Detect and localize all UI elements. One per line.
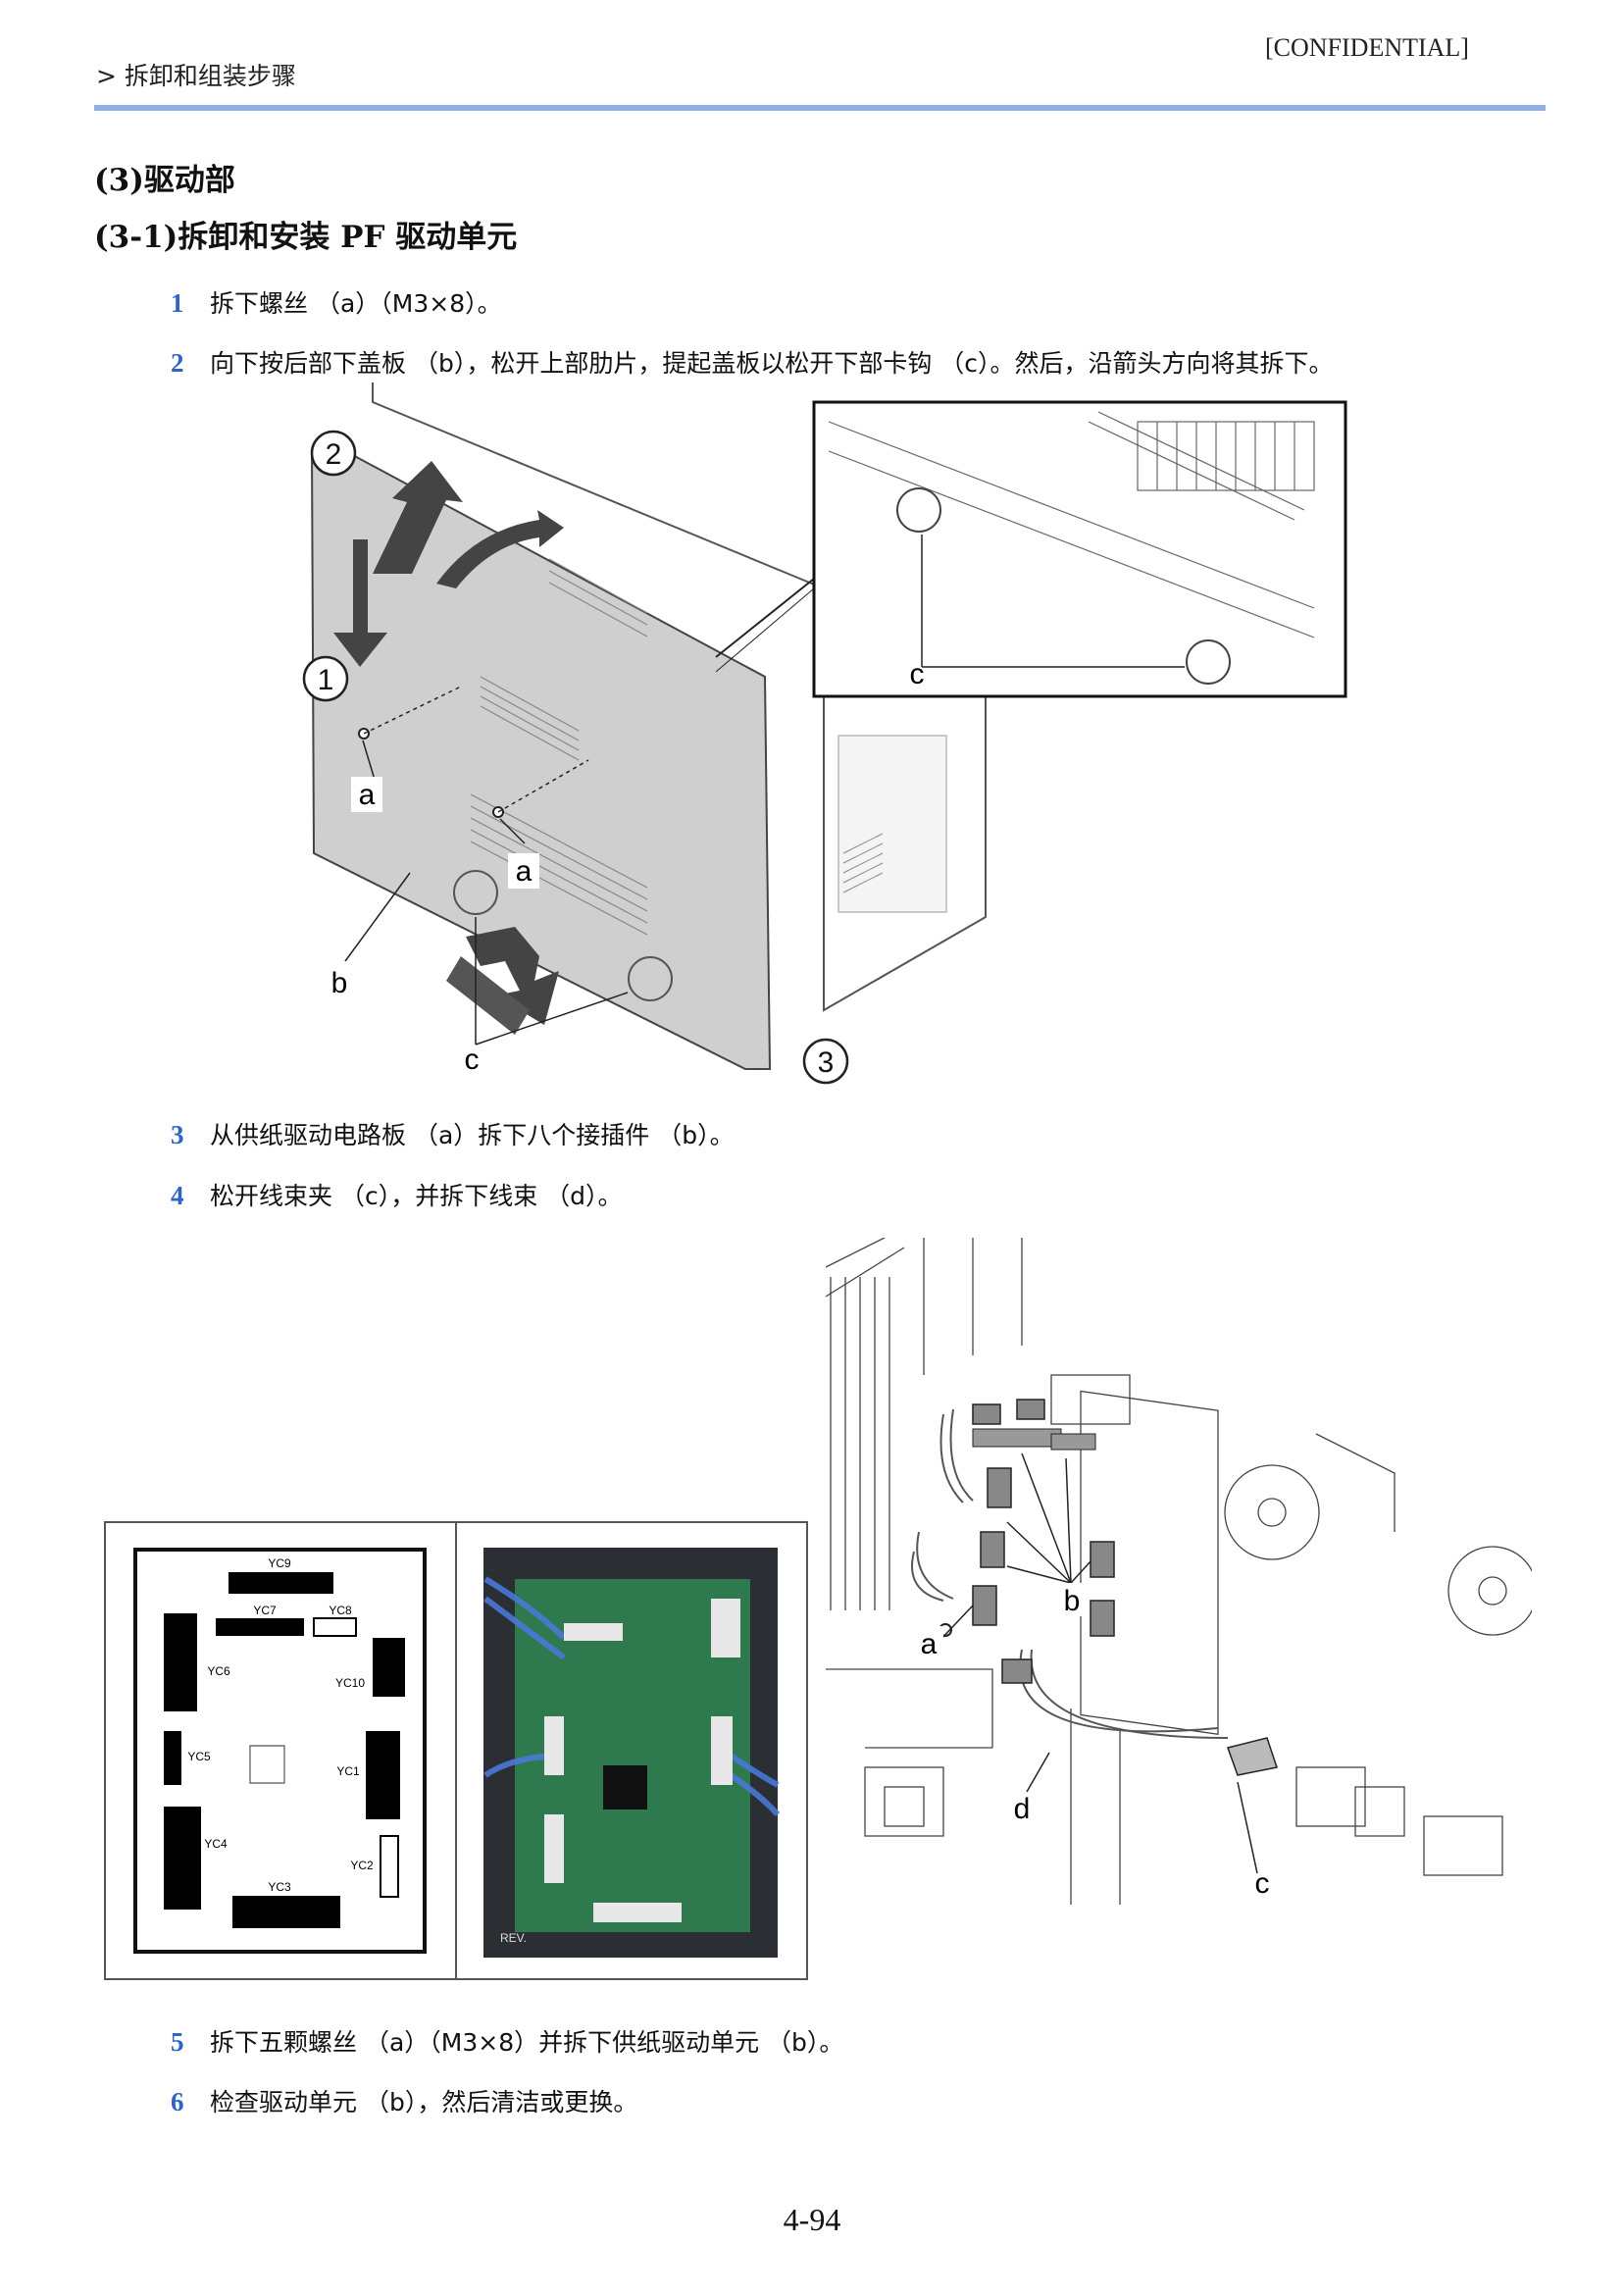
step-2: 2 向下按后部下盖板 （b），松开上部肋片，提起盖板以松开下部卡钩 （c）。然后… [171, 344, 1334, 380]
label-yc7: YC7 [253, 1604, 277, 1617]
step-1: 1 拆下螺丝 （a）（M3×8）。 [171, 284, 502, 320]
inset-label-c: c [910, 658, 925, 690]
callout-2: 2 [326, 438, 342, 471]
step-number: 5 [171, 2027, 184, 2057]
figure-board-connectors: YC9 YC7 YC8 YC6 YC10 YC5 YC1 YC4 YC2 YC3… [104, 1521, 808, 1980]
confidential-label: [CONFIDENTIAL] [1265, 33, 1469, 62]
section-title: (3)驱动部 [94, 163, 235, 198]
label-a2: a [516, 855, 533, 888]
step-5: 5 拆下五颗螺丝 （a）（M3×8）并拆下供纸驱动单元 （b）。 [171, 2023, 843, 2059]
label-b: b [331, 967, 348, 999]
label-yc4: YC4 [204, 1837, 228, 1851]
step-text: 拆下五颗螺丝 （a）（M3×8）并拆下供纸驱动单元 （b）。 [210, 2028, 844, 2057]
step-text: 从供纸驱动电路板 （a）拆下八个接插件 （b）。 [210, 1121, 735, 1149]
step-text: 拆下螺丝 （a）（M3×8）。 [210, 289, 502, 318]
label-c: c [465, 1044, 480, 1076]
section-subtitle: (3-1)拆卸和安装 PF 驱动单元 [94, 220, 518, 255]
label-c: c [1255, 1867, 1270, 1900]
photo-rev-label: REV. [500, 1931, 527, 1945]
step-text: 检查驱动单元 （b），然后清洁或更换。 [210, 2088, 638, 2116]
step-text: 松开线束夹 （c），并拆下线束 （d）。 [210, 1182, 623, 1210]
label-yc5: YC5 [187, 1750, 211, 1763]
label-yc2: YC2 [350, 1859, 374, 1872]
header-divider [94, 105, 1546, 111]
step-number: 2 [171, 348, 184, 378]
figure-rear-cover-removal: 2 1 3 a a b c c [302, 382, 1347, 1085]
step-number: 4 [171, 1181, 184, 1210]
step-number: 6 [171, 2087, 184, 2116]
label-b: b [1064, 1585, 1081, 1617]
label-yc8: YC8 [329, 1604, 352, 1617]
label-yc9: YC9 [268, 1556, 291, 1570]
step-text: 向下按后部下盖板 （b），松开上部肋片，提起盖板以松开下部卡钩 （c）。然后，沿… [210, 349, 1334, 378]
label-d: d [1014, 1793, 1031, 1825]
step-3: 3 从供纸驱动电路板 （a）拆下八个接插件 （b）。 [171, 1116, 735, 1151]
label-yc1: YC1 [336, 1764, 360, 1778]
label-yc10: YC10 [335, 1676, 365, 1690]
step-6: 6 检查驱动单元 （b），然后清洁或更换。 [171, 2083, 637, 2118]
step-number: 1 [171, 288, 184, 318]
label-yc6: YC6 [207, 1664, 230, 1678]
step-number: 3 [171, 1120, 184, 1149]
callout-3: 3 [818, 1046, 835, 1079]
label-a1: a [359, 779, 376, 811]
page-number: 4-94 [783, 2202, 841, 2237]
figure-harness-removal: b a d c [826, 1238, 1532, 1905]
breadcrumb: > 拆卸和组装步骤 [96, 62, 296, 90]
label-a: a [921, 1628, 938, 1660]
callout-1: 1 [318, 664, 334, 696]
step-4: 4 松开线束夹 （c），并拆下线束 （d）。 [171, 1177, 623, 1212]
label-yc3: YC3 [268, 1880, 291, 1894]
